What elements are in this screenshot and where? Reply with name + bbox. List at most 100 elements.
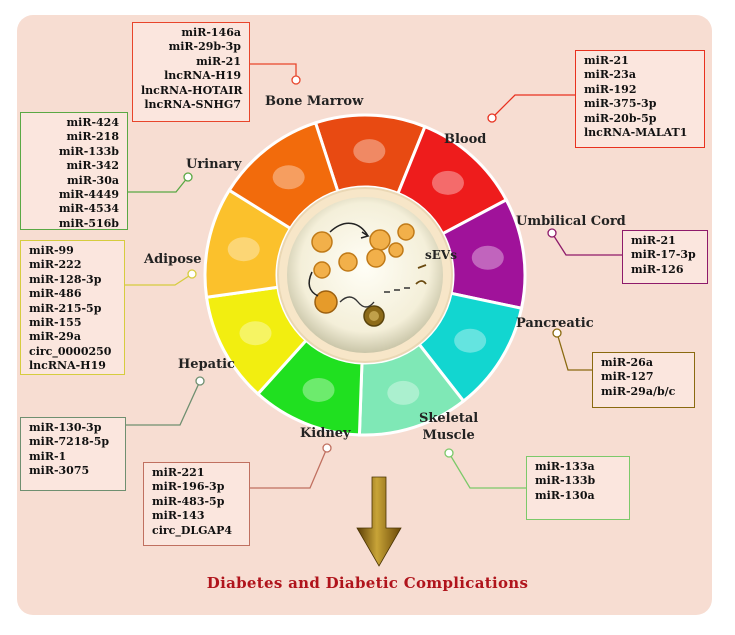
mirna-item: miR-128-3p	[29, 272, 102, 286]
mirna-item: miR-126	[631, 262, 684, 276]
mirna-item: miR-130-3p	[29, 421, 102, 434]
mirna-item: miR-155	[29, 316, 82, 330]
mirna-item: miR-29a	[29, 330, 81, 344]
organ-icon-4	[387, 380, 420, 405]
source-label-adipose: Adipose	[144, 252, 201, 267]
leader-dot	[291, 75, 301, 85]
organ-icon-1	[431, 170, 464, 195]
leader-dot	[183, 172, 193, 182]
mirna-item: miR-215-5p	[29, 301, 102, 315]
leader-line	[126, 380, 201, 426]
organ-icon-6	[239, 321, 272, 346]
mirna-item: miR-516b	[58, 216, 119, 230]
source-label-pancreatic: Pancreatic	[516, 316, 594, 331]
leader-line	[491, 94, 575, 119]
mirna-item: miR-143	[152, 509, 205, 523]
mirna-item: miR-1	[29, 449, 67, 463]
organ-icon-3	[454, 328, 487, 353]
mirna-item: miR-29a/b/c	[601, 384, 676, 398]
mirna-item: miR-146a	[181, 26, 241, 39]
leader-dot	[552, 328, 562, 338]
leader-line	[551, 232, 622, 256]
mirna-item: lncRNA-H19	[29, 359, 106, 373]
leader-line	[556, 332, 592, 371]
organ-icon-5	[302, 377, 335, 402]
leader-dot	[195, 376, 205, 386]
mirna-item: miR-130a	[535, 488, 595, 502]
source-name: Umbilical Cord	[516, 214, 626, 229]
mirna-item: miR-342	[66, 159, 120, 173]
source-name: Urinary	[186, 157, 242, 172]
organ-icon-0	[353, 139, 386, 164]
leader-dot	[444, 448, 454, 458]
organ-icon-8	[272, 165, 305, 190]
down-arrow	[356, 476, 402, 567]
leader-line	[125, 273, 193, 286]
mirna-item: miR-196-3p	[152, 480, 225, 494]
source-label-kidney: Kidney	[300, 426, 351, 441]
organ-icon-7	[227, 237, 260, 262]
mirna-item: lncRNA-H19	[164, 69, 241, 83]
mirna-item: miR-23a	[584, 68, 636, 82]
organ-icon-2	[471, 245, 504, 270]
figure-title: Diabetes and Diabetic Complications	[206, 574, 529, 592]
mirna-item: circ_0000250	[29, 344, 112, 358]
mirna-item: miR-486	[29, 287, 82, 301]
mirna-item: miR-29b-3p	[168, 40, 241, 54]
mirna-item: miR-222	[29, 258, 82, 272]
mirna-item: miR-99	[29, 244, 74, 257]
mirna-item: miR-7218-5p	[29, 435, 110, 449]
source-label-umbilical-cord: Umbilical Cord	[516, 214, 626, 229]
mirna-item: miR-127	[601, 370, 654, 384]
mirna-item: miR-4449	[58, 188, 119, 202]
mirna-item: miR-133b	[58, 144, 119, 158]
mirna-item: miR-30a	[67, 173, 119, 187]
source-name: Kidney	[300, 426, 351, 441]
mirna-item: lncRNA-MALAT1	[584, 126, 688, 140]
source-name: Hepatic	[178, 357, 235, 372]
mirna-item: miR-483-5p	[152, 494, 225, 508]
mirna-item: miR-21	[631, 234, 676, 247]
leader-line	[250, 63, 297, 80]
mirna-item: lncRNA-SNHG7	[144, 98, 241, 112]
mirna-item: lncRNA-HOTAIR	[141, 83, 243, 97]
mirna-item: miR-4534	[58, 202, 119, 216]
mirna-item: miR-133a	[535, 460, 595, 473]
source-name: Skeletal	[419, 411, 479, 426]
leader-dot	[487, 113, 497, 123]
source-label-bone-marrow: Bone Marrow	[265, 94, 363, 109]
source-name-line2: Muscle	[422, 428, 475, 443]
leader-line	[448, 452, 526, 489]
leader-line	[128, 176, 189, 193]
leader-line	[250, 447, 328, 489]
mirna-item: miR-221	[152, 466, 205, 479]
mirna-item: miR-26a	[601, 356, 653, 369]
source-label-hepatic: Hepatic	[178, 357, 235, 372]
vesicle-illustration	[308, 222, 427, 327]
source-name: Adipose	[144, 252, 202, 267]
mirna-item: miR-3075	[29, 464, 90, 478]
mirna-item: miR-424	[66, 116, 120, 129]
source-name: Bone Marrow	[265, 94, 364, 109]
mirna-item: miR-375-3p	[584, 97, 657, 111]
center-label: sEVs	[425, 248, 457, 262]
leader-dot	[547, 228, 557, 238]
leader-dot	[187, 269, 197, 279]
mirna-item: miR-20b-5p	[584, 111, 657, 125]
mirna-item: circ_DLGAP4	[152, 523, 232, 537]
mirna-item: miR-21	[196, 54, 241, 68]
source-name: Blood	[444, 132, 487, 147]
mirna-item: miR-218	[66, 130, 120, 144]
source-label-urinary: Urinary	[186, 157, 241, 172]
